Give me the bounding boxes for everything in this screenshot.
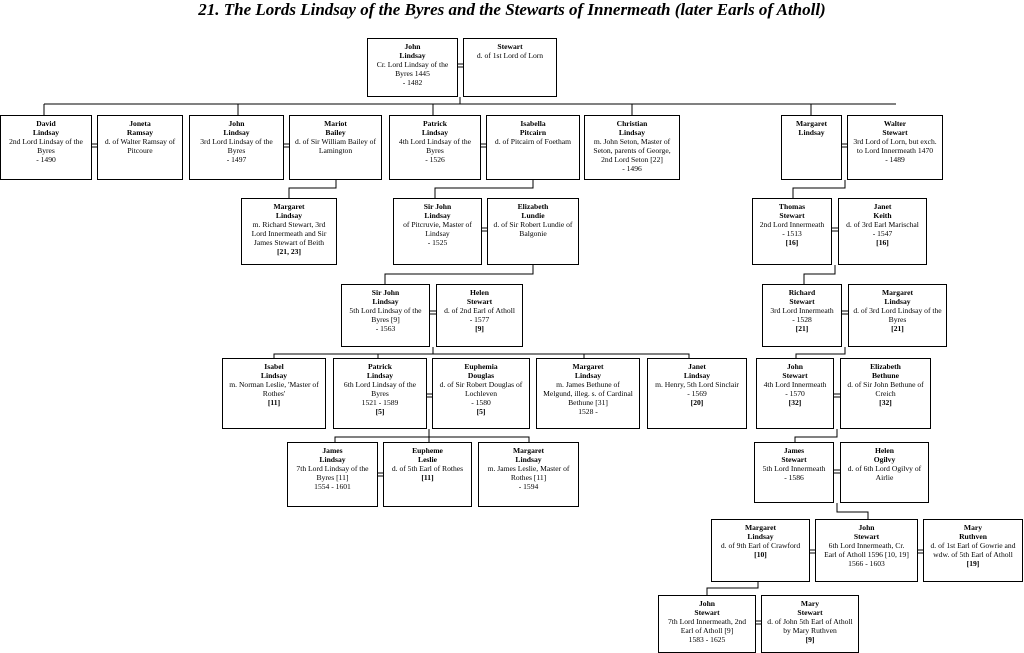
person-box-stewart-lorn: Stewart d. of 1st Lord of Lorn <box>463 38 557 97</box>
diagram-title: 21. The Lords Lindsay of the Byres and t… <box>198 0 826 19</box>
marriage-lines <box>92 63 923 625</box>
